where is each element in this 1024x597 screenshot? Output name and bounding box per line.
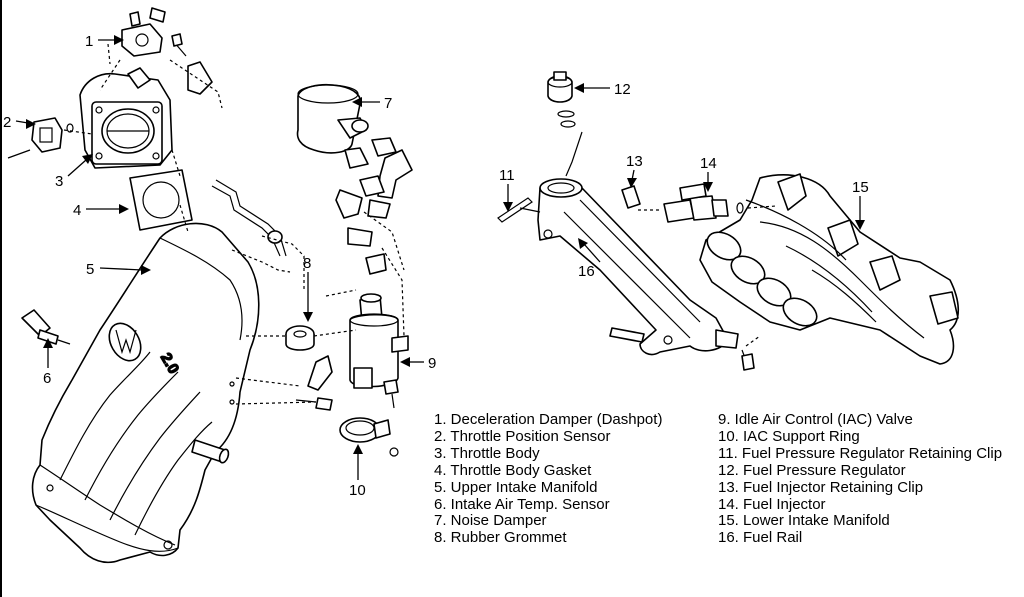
callout-7: 7: [384, 95, 392, 112]
parts-legend-right: 9. Idle Air Control (IAC) Valve 10. IAC …: [718, 411, 1003, 547]
bracket-hardware: [295, 355, 333, 411]
legend-item: 11. Fuel Pressure Regulator Retaining Cl…: [718, 444, 1003, 462]
callout-6: 6: [43, 370, 51, 387]
legend-item: 1. Deceleration Damper (Dashpot): [434, 411, 663, 428]
throttle-body: [79, 67, 173, 169]
legend-item: 6. Intake Air Temp. Sensor: [434, 495, 610, 513]
rubber-grommet: [285, 325, 315, 351]
legend-item: 8. Rubber Grommet: [434, 529, 567, 547]
throttle-position-sensor: [7, 117, 74, 159]
callout-3: 3: [55, 173, 63, 190]
callout-4: 4: [73, 202, 81, 219]
legend-item: 13. Fuel Injector Retaining Clip: [718, 478, 924, 496]
callout-numbers: 1 2 3 4 5 6 7 8 9 10 11 12 13 14 15 16: [3, 33, 869, 499]
legend-item: 7. Noise Damper: [434, 512, 547, 530]
fuel-pressure-regulator: [547, 71, 576, 128]
legend-item: 10. IAC Support Ring: [718, 427, 860, 445]
callout-14: 14: [700, 155, 717, 172]
callout-8: 8: [303, 255, 311, 272]
fuel-rail: [537, 178, 755, 371]
callout-1: 1: [85, 33, 93, 50]
legend-item: 4. Throttle Body Gasket: [434, 461, 592, 479]
idle-air-control-valve: [349, 293, 409, 409]
legend-item: 9. Idle Air Control (IAC) Valve: [718, 411, 913, 428]
callout-9: 9: [428, 355, 436, 372]
iac-support-ring: [339, 417, 399, 457]
injector-retaining-clip: [621, 185, 641, 209]
assembly-dashed-lines-right: [565, 131, 777, 347]
legend-item: 16. Fuel Rail: [718, 529, 803, 547]
parts-legend-left: 1. Deceleration Damper (Dashpot) 2. Thro…: [434, 411, 663, 547]
legend-item: 3. Throttle Body: [434, 444, 540, 462]
callout-5: 5: [86, 261, 94, 278]
callout-15: 15: [852, 179, 869, 196]
legend-item: 5. Upper Intake Manifold: [434, 478, 598, 496]
assembly-dashed-lines-left: [63, 43, 405, 405]
deceleration-damper: [121, 7, 213, 95]
callout-16: 16: [578, 263, 595, 280]
lower-intake-manifold: [699, 173, 960, 365]
callout-11: 11: [499, 167, 515, 184]
callout-10: 10: [349, 482, 366, 499]
legend-item: 14. Fuel Injector: [718, 495, 826, 513]
intake-air-temp-sensor: [21, 309, 71, 345]
legend-item: 15. Lower Intake Manifold: [718, 512, 890, 530]
callout-2: 2: [3, 114, 11, 131]
callout-13: 13: [626, 153, 643, 170]
noise-damper: [296, 83, 413, 275]
fpr-retaining-clip: [497, 197, 541, 223]
upper-intake-manifold: 2.0: [31, 222, 260, 564]
callout-12: 12: [614, 81, 631, 98]
leader-lines: [15, 35, 865, 480]
fuel-injector: [663, 183, 744, 223]
throttle-body-gasket: [129, 169, 193, 231]
legend-item: 2. Throttle Position Sensor: [434, 427, 611, 445]
legend-item: 12. Fuel Pressure Regulator: [718, 461, 906, 479]
